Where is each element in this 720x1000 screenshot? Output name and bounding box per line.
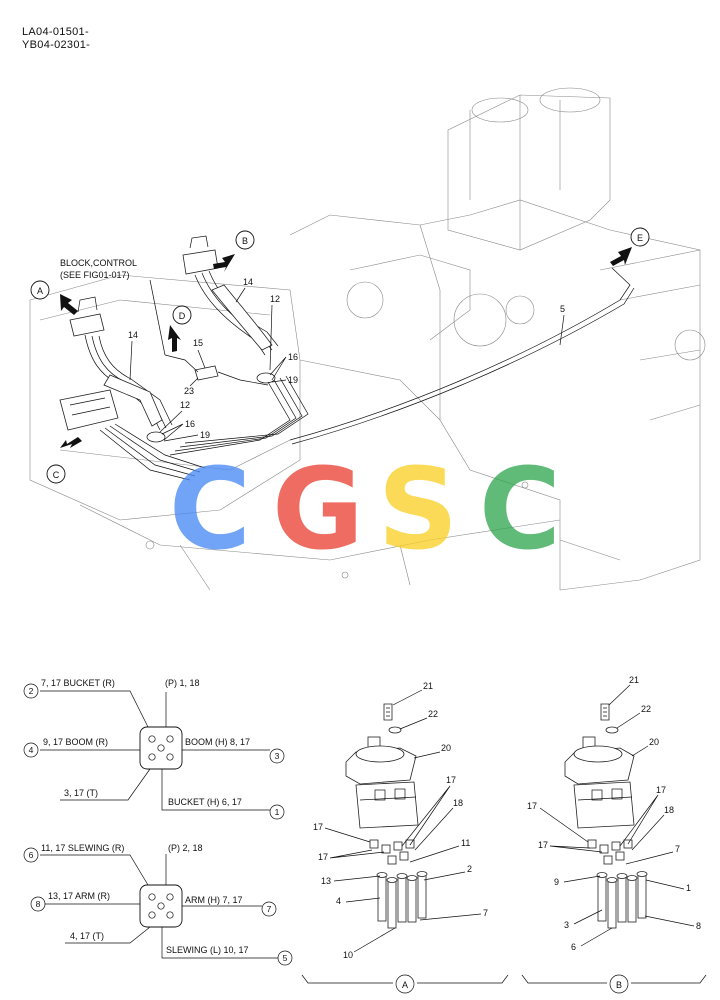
svg-text:BUCKET (H) 6, 17: BUCKET (H) 6, 17	[168, 797, 242, 807]
svg-text:20: 20	[649, 737, 659, 747]
exploded-view-b: 21 22 20 17 17 18 17 7 9 1 3 8 6 B	[521, 675, 707, 994]
svg-text:BOOM (H) 8, 17: BOOM (H) 8, 17	[185, 737, 250, 747]
part-label: 14	[128, 330, 138, 340]
part-label: 19	[288, 375, 298, 385]
svg-text:20: 20	[441, 743, 451, 753]
svg-text:13: 13	[321, 876, 331, 886]
svg-text:1: 1	[275, 807, 280, 817]
svg-text:7, 17 BUCKET (R): 7, 17 BUCKET (R)	[41, 678, 115, 688]
svg-text:SLEWING (L) 10, 17: SLEWING (L) 10, 17	[166, 945, 249, 955]
part-label: 15	[193, 338, 203, 348]
svg-text:9, 17 BOOM (R): 9, 17 BOOM (R)	[43, 737, 108, 747]
svg-text:13, 17 ARM (R): 13, 17 ARM (R)	[48, 891, 110, 901]
part-label: 19	[200, 430, 210, 440]
svg-text:7: 7	[675, 844, 680, 854]
block-control-ref: (SEE FIG01-017)	[60, 270, 130, 280]
port-diagram-b: (P) 2, 18 6 11, 17 SLEWING (R) 8 13, 17 …	[23, 843, 293, 966]
callout-d: D	[172, 305, 192, 325]
part-label: 5	[560, 304, 565, 314]
svg-text:7: 7	[483, 908, 488, 918]
svg-text:6: 6	[571, 942, 576, 952]
svg-text:(P) 2, 18: (P) 2, 18	[168, 843, 203, 853]
svg-text:(P) 1, 18: (P) 1, 18	[165, 678, 200, 688]
svg-text:B: B	[616, 980, 622, 990]
svg-text:ARM (H) 7, 17: ARM (H) 7, 17	[185, 895, 243, 905]
port-diagram-a: (P) 1, 18 2 7, 17 BUCKET (R) 4 9, 17 BOO…	[23, 678, 285, 820]
svg-text:10: 10	[343, 950, 353, 960]
svg-text:4: 4	[336, 896, 341, 906]
svg-text:2: 2	[467, 864, 472, 874]
svg-text:A: A	[37, 286, 43, 296]
svg-text:21: 21	[629, 675, 639, 685]
svg-text:17: 17	[318, 852, 328, 862]
machine-frame-outline	[29, 87, 706, 591]
watermark-letter: S	[378, 445, 459, 575]
part-label: 23	[184, 386, 194, 396]
svg-text:8: 8	[36, 899, 41, 909]
watermark-letter: C	[479, 445, 561, 575]
svg-text:17: 17	[538, 840, 548, 850]
svg-text:17: 17	[527, 801, 537, 811]
watermark-letter: C	[169, 445, 251, 575]
svg-text:D: D	[179, 311, 186, 321]
svg-text:11: 11	[461, 838, 470, 848]
svg-text:C: C	[53, 470, 60, 480]
svg-text:2: 2	[29, 686, 34, 696]
svg-text:17: 17	[656, 785, 666, 795]
serial-range-2: YB04-02301-	[22, 39, 91, 51]
watermark-letter: G	[272, 445, 364, 575]
watermark: C G S C	[169, 445, 561, 575]
part-label: 12	[270, 294, 280, 304]
svg-text:9: 9	[554, 877, 559, 887]
svg-text:17: 17	[313, 822, 323, 832]
svg-text:7: 7	[267, 904, 272, 914]
part-label: 14	[243, 277, 253, 287]
svg-text:11, 17 SLEWING (R): 11, 17 SLEWING (R)	[41, 843, 124, 853]
svg-text:17: 17	[446, 775, 456, 785]
svg-text:4: 4	[29, 745, 34, 755]
svg-text:E: E	[637, 233, 643, 243]
svg-text:A: A	[402, 980, 408, 990]
serial-range-1: LA04-01501-	[22, 26, 89, 38]
callout-c: C	[46, 464, 66, 484]
exploded-view-a: 21 22 20 17 18 17 17 11 13 2 4 7 10 A	[301, 681, 509, 994]
pilot-hose-assembly	[59, 235, 635, 481]
part-label: 16	[185, 419, 195, 429]
svg-text:3, 17 (T): 3, 17 (T)	[64, 788, 98, 798]
svg-text:18: 18	[664, 805, 674, 815]
callout-arrows	[60, 247, 632, 448]
svg-text:B: B	[242, 236, 248, 246]
part-label: 16	[288, 352, 298, 362]
block-control-label: BLOCK,CONTROL	[60, 258, 137, 268]
svg-text:6: 6	[29, 850, 34, 860]
svg-text:4, 17 (T): 4, 17 (T)	[70, 931, 104, 941]
svg-text:22: 22	[641, 704, 651, 714]
svg-text:21: 21	[423, 681, 433, 691]
svg-text:3: 3	[275, 751, 280, 761]
svg-text:18: 18	[453, 798, 463, 808]
svg-text:22: 22	[428, 709, 438, 719]
svg-text:8: 8	[696, 921, 701, 931]
svg-text:3: 3	[564, 920, 569, 930]
callout-e: E	[630, 227, 650, 247]
callout-b: B	[235, 230, 255, 250]
svg-text:5: 5	[283, 953, 288, 963]
part-label: 12	[180, 400, 190, 410]
svg-text:1: 1	[686, 883, 691, 893]
callout-a: A	[30, 280, 50, 300]
